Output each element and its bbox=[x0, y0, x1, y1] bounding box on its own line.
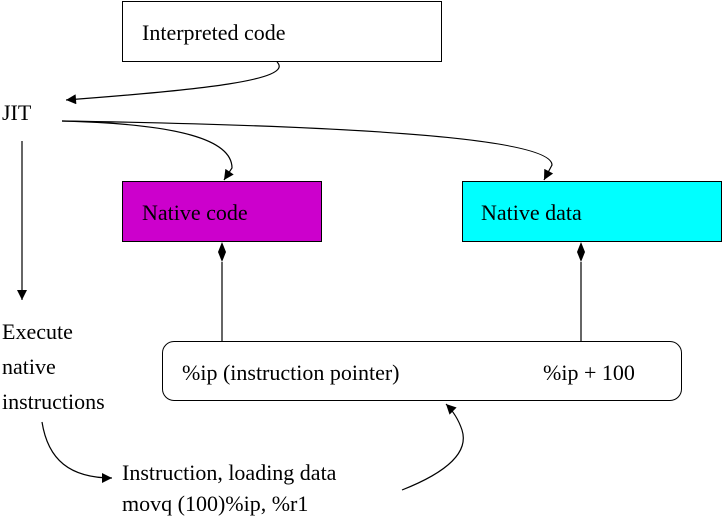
instruction-label-line2: movq (100)%ip, %r1 bbox=[122, 491, 309, 516]
instruction-pointer-box bbox=[162, 341, 682, 401]
arrow-execute-to-instruction bbox=[41, 421, 113, 483]
native-code-label: Native code bbox=[142, 200, 248, 225]
execute-label-line3: instructions bbox=[2, 389, 105, 414]
arrow-interpreted-to-jit bbox=[65, 61, 280, 105]
arrow-jit-to-native-code bbox=[61, 120, 234, 181]
instruction-pointer-label: %ip (instruction pointer) bbox=[182, 360, 400, 385]
native-code-box bbox=[122, 181, 322, 242]
native-data-box bbox=[462, 181, 722, 242]
diamond-native-code bbox=[218, 242, 226, 262]
jit-label: JIT bbox=[2, 100, 32, 125]
native-data-label: Native data bbox=[481, 200, 582, 225]
interpreted-code-box bbox=[122, 1, 442, 62]
interpreted-code-label: Interpreted code bbox=[142, 20, 286, 45]
diamond-native-data bbox=[577, 242, 585, 262]
arrow-jit-to-native-data bbox=[61, 120, 554, 181]
arrow-instruction-to-ip bbox=[401, 403, 464, 491]
instruction-label-line1: Instruction, loading data bbox=[122, 460, 337, 485]
ip-offset-label: %ip + 100 bbox=[543, 360, 635, 385]
execute-label-line2: native bbox=[2, 354, 56, 379]
execute-label-line1: Execute bbox=[2, 319, 73, 344]
